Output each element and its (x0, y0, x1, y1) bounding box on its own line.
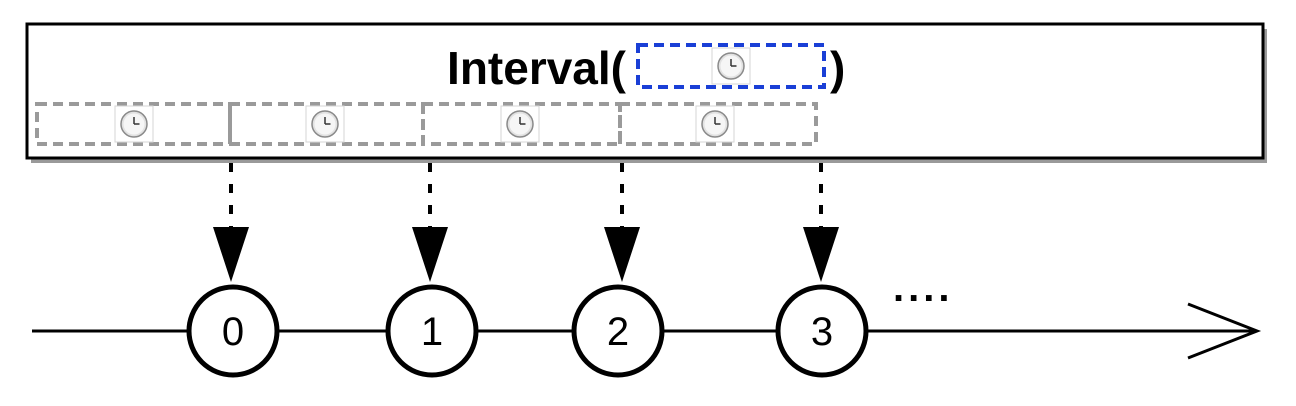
timer-slot-clock-icon (695, 105, 735, 143)
timer-slot (618, 102, 818, 146)
timer-slot-clock-icon (305, 105, 345, 143)
marble-label: 3 (811, 310, 833, 354)
marble-label: 2 (607, 310, 629, 354)
period-clock-icon (711, 47, 751, 85)
marble-label: 0 (222, 310, 244, 354)
marble-label: 1 (421, 310, 443, 354)
marble: 1 (385, 284, 479, 378)
emission-arrow (412, 163, 448, 282)
timer-slot-clock-icon (114, 105, 154, 143)
emission-arrow (803, 163, 839, 282)
timeline-arrowhead (1187, 302, 1262, 360)
period-box (636, 43, 826, 89)
timer-slot-clock-icon (500, 105, 540, 143)
operator-title-prefix: Interval( (447, 42, 627, 94)
continuation-ellipsis: .... (893, 266, 953, 310)
operator-title-suffix: ) (830, 42, 845, 94)
marble: 0 (186, 284, 280, 378)
emission-arrow (604, 163, 640, 282)
marble: 3 (775, 284, 869, 378)
emission-arrows (213, 163, 839, 282)
marble: 2 (571, 284, 665, 378)
timer-slots (35, 102, 818, 146)
timer-slot (35, 102, 232, 146)
emission-arrow (213, 163, 249, 282)
